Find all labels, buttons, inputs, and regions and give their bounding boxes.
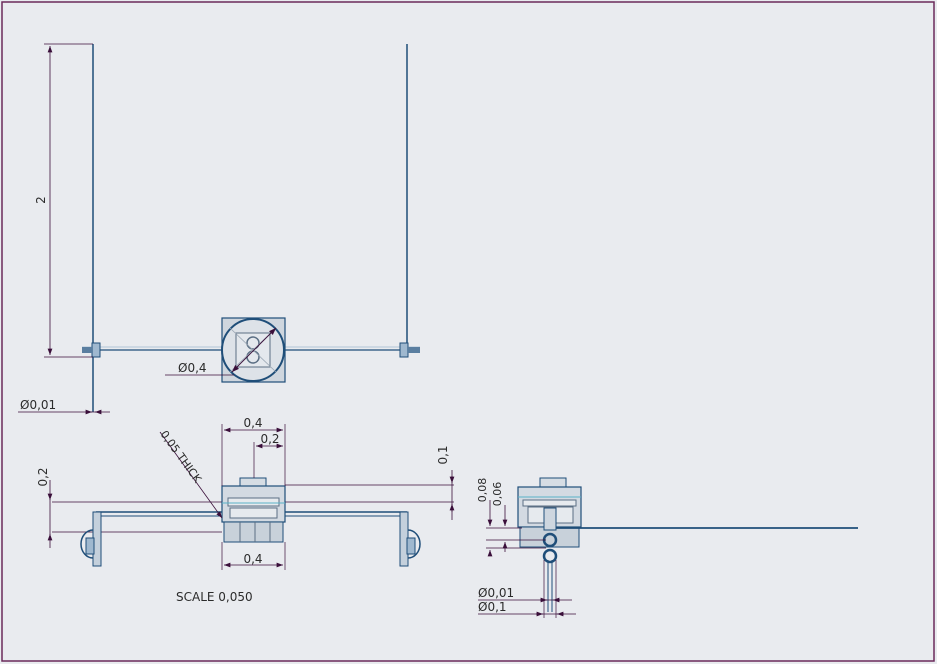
height-008-label: 0,08 bbox=[476, 478, 489, 503]
diameter-001-side-label: Ø0,01 bbox=[478, 586, 514, 600]
right-clamp bbox=[399, 342, 409, 358]
height-dim-label: 2 bbox=[34, 196, 48, 204]
width-04-bottom-label: 0,4 bbox=[243, 552, 262, 566]
bottom-view: 0,4 0,2 0,05 THICK 0,2 0,1 0,4 SCALE 0,0… bbox=[36, 416, 455, 604]
side-view: 0,08 0,06 Ø0,01 Ø0,1 bbox=[476, 477, 858, 618]
front-view: 2 Ø0,4 Ø0,01 bbox=[18, 43, 420, 415]
width-02-top-label: 0,2 bbox=[260, 432, 279, 446]
diameter-001-left-label: Ø0,01 bbox=[20, 398, 56, 412]
height-02-left-label: 0,2 bbox=[36, 467, 50, 486]
left-clamp bbox=[91, 342, 101, 358]
diameter-04-label: Ø0,4 bbox=[178, 361, 207, 375]
thick-label: 0,05 THICK bbox=[158, 428, 205, 486]
diameter-01-side-label: Ø0,1 bbox=[478, 600, 507, 614]
height-006-label: 0,06 bbox=[491, 482, 504, 507]
width-04-top-label: 0,4 bbox=[243, 416, 262, 430]
height-01-right-label: 0,1 bbox=[436, 445, 450, 464]
scale-label: SCALE 0,050 bbox=[176, 590, 253, 604]
